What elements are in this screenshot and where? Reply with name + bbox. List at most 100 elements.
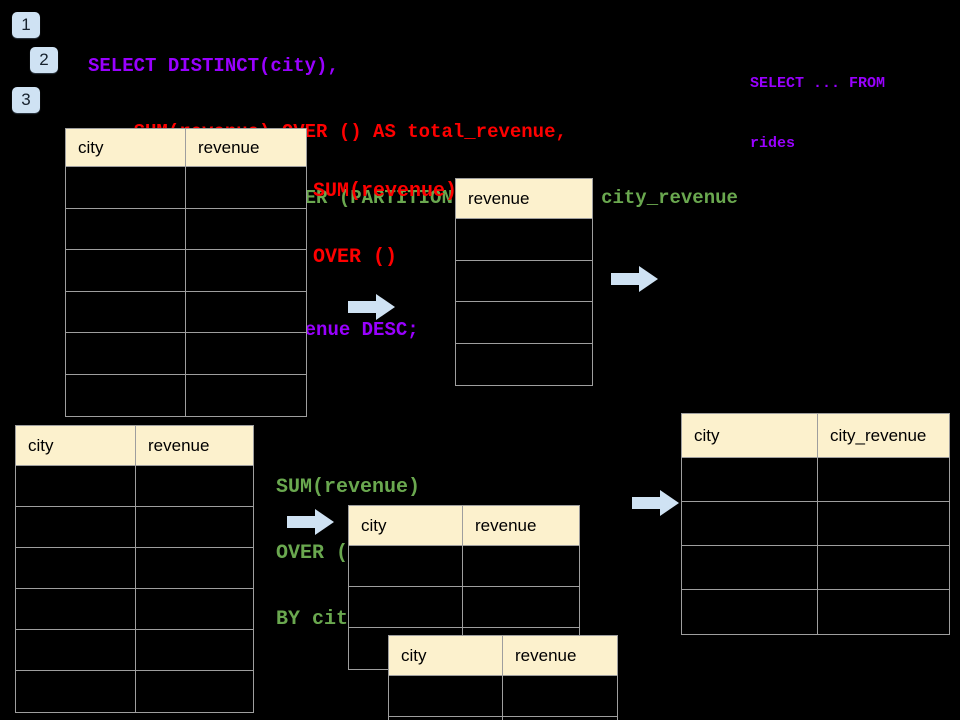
empty-cell xyxy=(16,589,136,630)
column-header-city: city xyxy=(349,506,463,546)
empty-cell xyxy=(136,589,253,630)
empty-cell xyxy=(818,502,949,546)
annotation-total-line-2: OVER () xyxy=(313,246,398,269)
table-rides-source-bottom: city revenue xyxy=(15,425,254,713)
empty-cell xyxy=(136,548,253,589)
empty-cell xyxy=(66,333,186,375)
empty-cell xyxy=(16,671,136,712)
empty-cell xyxy=(456,343,592,385)
table-body xyxy=(66,167,306,416)
table-row xyxy=(389,676,617,717)
empty-cell xyxy=(818,546,949,590)
table-row xyxy=(16,630,253,671)
empty-cell xyxy=(136,507,253,548)
empty-cell xyxy=(349,587,463,628)
empty-cell xyxy=(389,676,503,717)
empty-cell xyxy=(66,250,186,292)
table-row xyxy=(682,546,949,590)
sql-note-line-1: SELECT ... FROM xyxy=(750,75,886,92)
empty-cell xyxy=(16,466,136,507)
table-row xyxy=(16,507,253,548)
empty-cell xyxy=(186,374,306,416)
table-body xyxy=(389,676,617,720)
right-arrow-icon xyxy=(611,266,658,292)
table-body xyxy=(16,466,253,712)
empty-cell xyxy=(16,630,136,671)
column-header-revenue: revenue xyxy=(503,636,617,676)
table-row xyxy=(349,587,579,628)
empty-cell xyxy=(136,630,253,671)
table-row xyxy=(389,717,617,720)
empty-cell xyxy=(136,671,253,712)
table-row xyxy=(349,546,579,587)
table-row xyxy=(16,589,253,630)
empty-cell xyxy=(456,302,592,344)
column-header-revenue: revenue xyxy=(186,129,306,167)
column-header-city: city xyxy=(66,129,186,167)
table-body xyxy=(456,219,592,385)
empty-cell xyxy=(66,374,186,416)
empty-cell xyxy=(682,502,818,546)
empty-cell xyxy=(186,167,306,209)
step-badge-3-label: 3 xyxy=(21,90,31,109)
empty-cell xyxy=(136,466,253,507)
sql-line-select: SELECT DISTINCT(city), xyxy=(88,55,339,77)
empty-cell xyxy=(682,590,818,634)
table-row xyxy=(66,374,306,416)
right-arrow-icon xyxy=(287,509,334,535)
empty-cell xyxy=(389,717,503,720)
empty-cell xyxy=(456,260,592,302)
table-partition-overlay: city revenue xyxy=(388,635,618,720)
right-arrow-icon xyxy=(632,490,679,516)
table-body xyxy=(682,458,949,634)
step-badge-1: 1 xyxy=(12,12,40,38)
table-header-row: city revenue xyxy=(16,426,253,466)
table-row xyxy=(682,590,949,634)
table-header-row: city city_revenue xyxy=(682,414,949,458)
table-row xyxy=(456,219,592,261)
table-row xyxy=(66,208,306,250)
table-total-revenue-result: revenue xyxy=(455,178,593,386)
table-row xyxy=(682,458,949,502)
annotation-total-line-1: SUM(revenue) xyxy=(313,180,458,203)
table-row xyxy=(66,333,306,375)
table-row xyxy=(682,502,949,546)
table-row xyxy=(16,671,253,712)
empty-cell xyxy=(818,458,949,502)
column-header-city: city xyxy=(682,414,818,458)
column-header-revenue: revenue xyxy=(456,179,592,219)
table-row xyxy=(456,302,592,344)
column-header-revenue: revenue xyxy=(136,426,253,466)
empty-cell xyxy=(682,458,818,502)
empty-cell xyxy=(682,546,818,590)
column-header-revenue: revenue xyxy=(463,506,579,546)
empty-cell xyxy=(463,546,579,587)
sql-note-select-from-rides: SELECT ... FROM rides xyxy=(750,34,885,194)
empty-cell xyxy=(456,219,592,261)
empty-cell xyxy=(463,587,579,628)
table-row xyxy=(16,466,253,507)
table-rides-source-top: city revenue xyxy=(65,128,307,417)
right-arrow-icon xyxy=(348,294,395,320)
table-row xyxy=(16,548,253,589)
table-header-row: city revenue xyxy=(66,129,306,167)
table-row xyxy=(66,250,306,292)
step-badge-3: 3 xyxy=(12,87,40,113)
table-city-revenue-result: city city_revenue xyxy=(681,413,950,635)
step-badge-2: 2 xyxy=(30,47,58,73)
empty-cell xyxy=(186,250,306,292)
empty-cell xyxy=(186,291,306,333)
annotation-partition-line-1: SUM(revenue) xyxy=(276,476,421,499)
sql-note-line-2: rides xyxy=(750,135,796,152)
annotation-sum-over-total: SUM(revenue) OVER () xyxy=(313,137,457,313)
empty-cell xyxy=(349,546,463,587)
empty-cell xyxy=(186,333,306,375)
table-row xyxy=(66,167,306,209)
table-header-row: city revenue xyxy=(389,636,617,676)
empty-cell xyxy=(66,291,186,333)
empty-cell xyxy=(186,208,306,250)
empty-cell xyxy=(503,717,617,720)
column-header-city-revenue: city_revenue xyxy=(818,414,949,458)
column-header-city: city xyxy=(389,636,503,676)
